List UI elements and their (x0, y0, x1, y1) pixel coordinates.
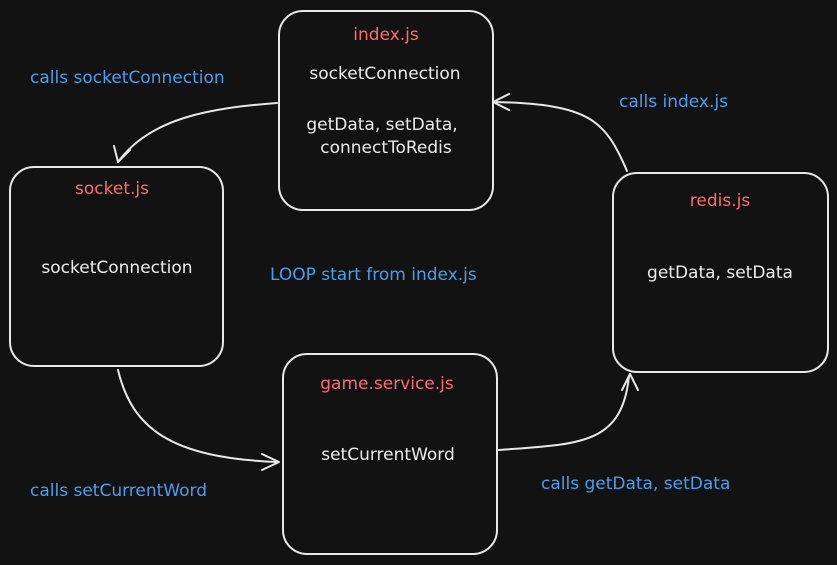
arrow-socket-to-game-line (117, 369, 279, 463)
annotation-calls-index-js: calls index.js (619, 92, 728, 112)
redis-js-node: redis.js getData, setData (612, 172, 829, 373)
index-js-node: index.js socketConnection getData, setDa… (278, 10, 494, 211)
arrow-game-to-redis-line (498, 375, 630, 451)
arrow-socket-to-game (117, 369, 280, 471)
game-service-js-node: game.service.js setCurrentWord (282, 353, 498, 555)
index-js-box (278, 10, 494, 211)
game-service-js-box (282, 353, 498, 555)
redis-js-box (612, 172, 829, 373)
arrow-redis-to-index-line (493, 101, 628, 172)
annotation-calls-socket-connection: calls socketConnection (30, 68, 225, 88)
socket-js-line-1: socketConnection (41, 258, 192, 278)
redis-js-title: redis.js (690, 191, 751, 211)
socket-js-title: socket.js (75, 179, 149, 199)
arrow-index-to-socket-head (113, 145, 131, 163)
arrow-game-to-redis (498, 373, 639, 451)
arrow-redis-to-index (492, 93, 628, 172)
game-service-js-line-1: setCurrentWord (321, 445, 455, 465)
arrow-redis-to-index-head (492, 93, 510, 111)
index-js-line-1: socketConnection (309, 64, 460, 84)
arrow-index-to-socket (113, 102, 278, 163)
redis-js-line-1: getData, setData (647, 263, 793, 283)
game-service-js-title: game.service.js (320, 374, 454, 394)
index-js-line-2: getData, setData, (306, 115, 457, 135)
arrow-socket-to-game-head (261, 453, 280, 471)
annotation-calls-get-set-data: calls getData, setData (541, 474, 730, 494)
index-js-title: index.js (353, 25, 419, 45)
arrow-game-to-redis-head (621, 373, 639, 391)
socket-js-node: socket.js socketConnection (9, 166, 224, 367)
arrow-index-to-socket-line (117, 102, 278, 163)
annotation-loop-start: LOOP start from index.js (270, 265, 477, 285)
socket-js-box (9, 166, 224, 367)
annotation-calls-set-current-word: calls setCurrentWord (30, 481, 207, 501)
index-js-line-3: connectToRedis (320, 138, 452, 158)
